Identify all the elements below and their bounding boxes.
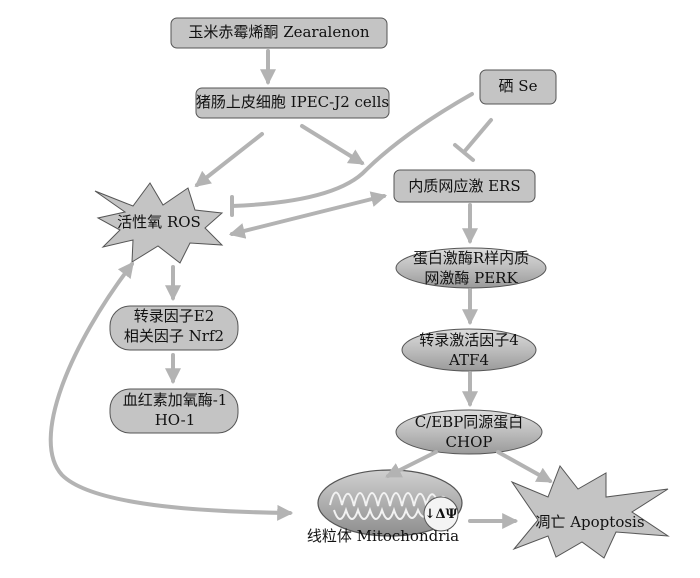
chop-label-line1: C/EBP同源蛋白 [414, 413, 524, 431]
zearalenone-box [170, 17, 388, 49]
ros-label: 活性氧 ROS [117, 213, 201, 231]
selenium-box [479, 69, 557, 105]
ipec-label: 猪肠上皮细胞 IPEC-J2 cells [195, 93, 390, 111]
zearalenone-label: 玉米赤霉烯酮 Zearalenon [188, 23, 370, 41]
arrow-chop-to-mito [385, 450, 438, 478]
arrow-ros-mito-feedback [48, 261, 294, 521]
nrf2-label-line1: 转录因子E2 [133, 307, 215, 325]
arrow-chop-to-apoptosis [496, 450, 553, 483]
apoptosis-label: 凋亡 Apoptosis [535, 513, 645, 531]
perk-label-line1: 蛋白激酶R样内质 [412, 249, 530, 267]
inhibit-bar-ers [453, 143, 475, 162]
atf4-ellipse [401, 328, 537, 372]
ho1-label-line2: HO-1 [154, 411, 196, 429]
ers-box [393, 169, 536, 203]
atf4-label-line2: ATF4 [449, 351, 489, 369]
mitochondria-icon [317, 469, 463, 537]
inhibit-se-to-ers [462, 118, 493, 154]
chop-ellipse [395, 409, 543, 455]
selenium-label: 硒 Se [498, 77, 538, 95]
membrane-potential-label: ↓ΔΨ [424, 507, 458, 522]
chop-label-line2: CHOP [445, 433, 493, 451]
mitochondria-label: 线粒体 Mitochondria [306, 527, 460, 545]
arrow-ipec-to-ers [300, 124, 365, 165]
ho1-label-line1: 血红素加氧酶-1 [122, 391, 228, 409]
atf4-label-line1: 转录激活因子4 [419, 331, 519, 349]
nrf2-label-line2: 相关因子 Nrf2 [123, 327, 225, 345]
perk-label-line2: 网激酶 PERK [424, 269, 518, 287]
ipec-box [195, 87, 390, 119]
arrow-ipec-to-ros [194, 132, 264, 187]
ros-starburst [94, 182, 224, 264]
arrow-ros-ers-bidirectional [228, 191, 388, 239]
perk-ellipse [395, 247, 547, 289]
ers-label: 内质网应激 ERS [408, 177, 521, 195]
apoptosis-starburst [510, 464, 670, 559]
